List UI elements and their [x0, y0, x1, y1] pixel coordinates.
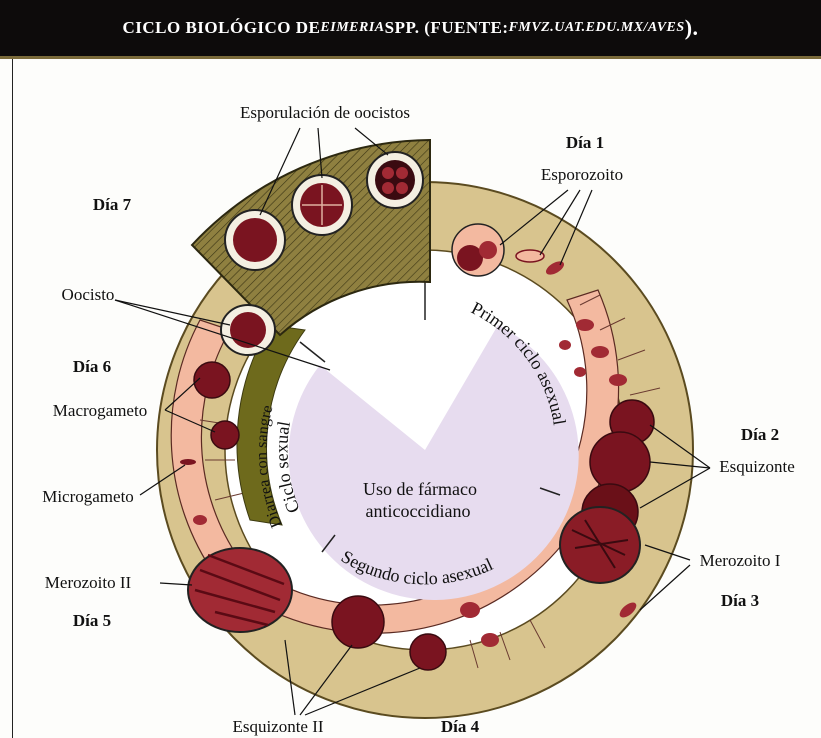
label-oocisto: Oocisto [62, 285, 115, 304]
label-esquizonte: Esquizonte [719, 457, 795, 476]
label-merozoito2: Merozoito II [45, 573, 132, 592]
merozoite-2-cluster [188, 548, 292, 632]
label-microgameto: Microgameto [42, 487, 134, 506]
center-line-1: Uso de fármaco [363, 479, 477, 499]
label-merozoito1: Merozoito I [700, 551, 781, 570]
label-dia7: Día 7 [93, 195, 132, 214]
label-esporozoito: Esporozoito [541, 165, 623, 184]
label-dia4: Día 4 [441, 717, 480, 736]
label-dia5: Día 5 [73, 611, 111, 630]
label-dia2: Día 2 [741, 425, 779, 444]
label-esquizonte2: Esquizonte II [232, 717, 323, 736]
label-esporulacion: Esporulación de oocistos [240, 103, 410, 122]
label-dia3: Día 3 [721, 591, 759, 610]
label-dia6: Día 6 [73, 357, 111, 376]
label-macrogameto: Macrogameto [53, 401, 147, 420]
center-line-2: anticoccidiano [366, 501, 471, 521]
label-dia1: Día 1 [566, 133, 604, 152]
